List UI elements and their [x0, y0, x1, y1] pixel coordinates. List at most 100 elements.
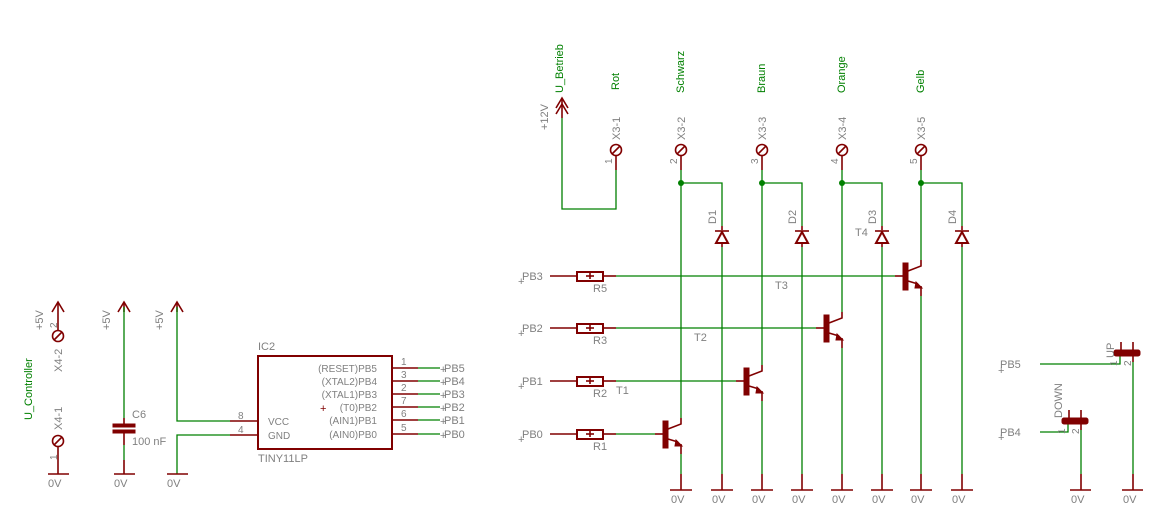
- terminal-icon: [914, 143, 928, 157]
- net-cross: +: [518, 434, 524, 446]
- transistor-t4: 0V T4: [855, 227, 932, 506]
- svg-text:2: 2: [1123, 360, 1134, 366]
- pin-label-gnd: GND: [268, 431, 290, 442]
- switch-down: PB4 + DOWN 1 2 0V: [998, 383, 1091, 506]
- supply-label: +5V: [154, 309, 166, 330]
- net-cross: +: [440, 377, 446, 389]
- net-label: Orange: [836, 56, 848, 93]
- net-cross: +: [440, 390, 446, 402]
- diode-icon: [874, 229, 890, 244]
- collector: [828, 312, 843, 324]
- net-label: PB3: [444, 389, 465, 401]
- pin-number: 4: [830, 158, 841, 164]
- pin-number: 5: [401, 423, 407, 434]
- svg-text:1: 1: [49, 454, 60, 460]
- ground-label: 0V: [952, 494, 966, 506]
- transistor-name: T4: [855, 227, 868, 239]
- pin-label: (T0)PB2: [340, 403, 378, 414]
- transistor-base: [902, 262, 909, 291]
- diode-name: D4: [947, 210, 959, 224]
- pin-number: 1: [401, 357, 407, 368]
- ground-label: 0V: [792, 494, 806, 506]
- pin-number: 3: [750, 158, 761, 164]
- switch-up: PB5 + UP 1 2 0V: [998, 342, 1143, 506]
- svg-text:2: 2: [49, 322, 60, 328]
- wire: [921, 182, 963, 226]
- transistor-base: [823, 314, 830, 343]
- pin-number: 2: [401, 383, 407, 394]
- terminal-icon: [835, 143, 849, 157]
- svg-text:4: 4: [238, 425, 244, 436]
- net-label: PB0: [444, 429, 465, 441]
- terminal-slash: [916, 145, 926, 155]
- x3-connector-group: +12V U_Betrieb RotX3-11SchwarzX3-22Braun…: [539, 44, 928, 210]
- transistor-name: T1: [616, 385, 629, 397]
- diode-icon: [954, 229, 970, 244]
- svg-text:0V: 0V: [1071, 494, 1085, 506]
- net-label: PB0: [522, 429, 543, 441]
- resistor-name: R1: [593, 441, 607, 453]
- net-label: PB1: [444, 415, 465, 427]
- pin-number: 7: [401, 396, 407, 407]
- net-cross: +: [440, 403, 446, 415]
- net-label: PB2: [522, 323, 543, 335]
- supply-5v-x4: +5V: [34, 300, 65, 330]
- pin-number: 2: [669, 158, 680, 164]
- net-label: PB2: [444, 402, 465, 414]
- supply-label: +12V: [539, 103, 551, 130]
- net-label: Gelb: [915, 70, 927, 93]
- channel-4: D4 0V 0V T4: [855, 170, 973, 506]
- resistor-r5: PB3+R5: [518, 271, 903, 295]
- ground-label: 0V: [872, 494, 886, 506]
- net-label-u-betrieb: U_Betrieb: [554, 44, 566, 93]
- net-label: PB5: [444, 363, 465, 375]
- capacitor-name: C6: [132, 409, 146, 421]
- svg-text:1: 1: [1109, 360, 1120, 366]
- svg-text:+: +: [998, 432, 1004, 444]
- ic-name: IC2: [258, 341, 275, 353]
- transistor-base: [662, 420, 669, 449]
- terminal-slash: [676, 145, 686, 155]
- terminal-name: X3-2: [676, 117, 688, 140]
- diode-name: D1: [707, 210, 719, 224]
- transistor-t2: 0V T2: [694, 332, 773, 506]
- resistor-name: R3: [593, 335, 607, 347]
- capacitor-c6-group: +5V C6 100 nF 0V: [101, 300, 167, 490]
- pin-number: 5: [909, 158, 920, 164]
- supply-label: +5V: [34, 309, 46, 330]
- ground-label: 0V: [752, 494, 766, 506]
- svg-text:2: 2: [1071, 428, 1082, 434]
- terminal-name: X3-4: [837, 117, 849, 140]
- capacitor-value: 100 nF: [132, 436, 167, 448]
- pin-label: (RESET)PB5: [318, 364, 377, 375]
- net-label: PB4: [444, 376, 465, 388]
- net-label-u-controller: U_Controller: [23, 358, 35, 420]
- collector: [907, 260, 922, 272]
- driver-matrix: PB3+R5PB2+R3PB1+R2PB0+R1D10V0VT1D20V0VT2…: [518, 170, 973, 506]
- ground-label: 0V: [832, 494, 846, 506]
- net-label: PB4: [1000, 427, 1021, 439]
- svg-text:0V: 0V: [114, 478, 128, 490]
- net-label: Braun: [756, 64, 768, 93]
- diode-icon: [794, 229, 810, 244]
- svg-text:+: +: [998, 365, 1004, 377]
- ground-x4: 0V: [48, 473, 69, 490]
- ground-label: 0V: [712, 494, 726, 506]
- terminal-name: X4-1: [53, 407, 65, 430]
- diode-icon: [714, 229, 730, 244]
- supply-12v: +12V U_Betrieb: [539, 44, 617, 210]
- transistor-name: T2: [694, 332, 707, 344]
- terminal-x4-2: 2 X4-2: [49, 322, 65, 372]
- svg-text:8: 8: [238, 411, 244, 422]
- resistor-name: R2: [593, 388, 607, 400]
